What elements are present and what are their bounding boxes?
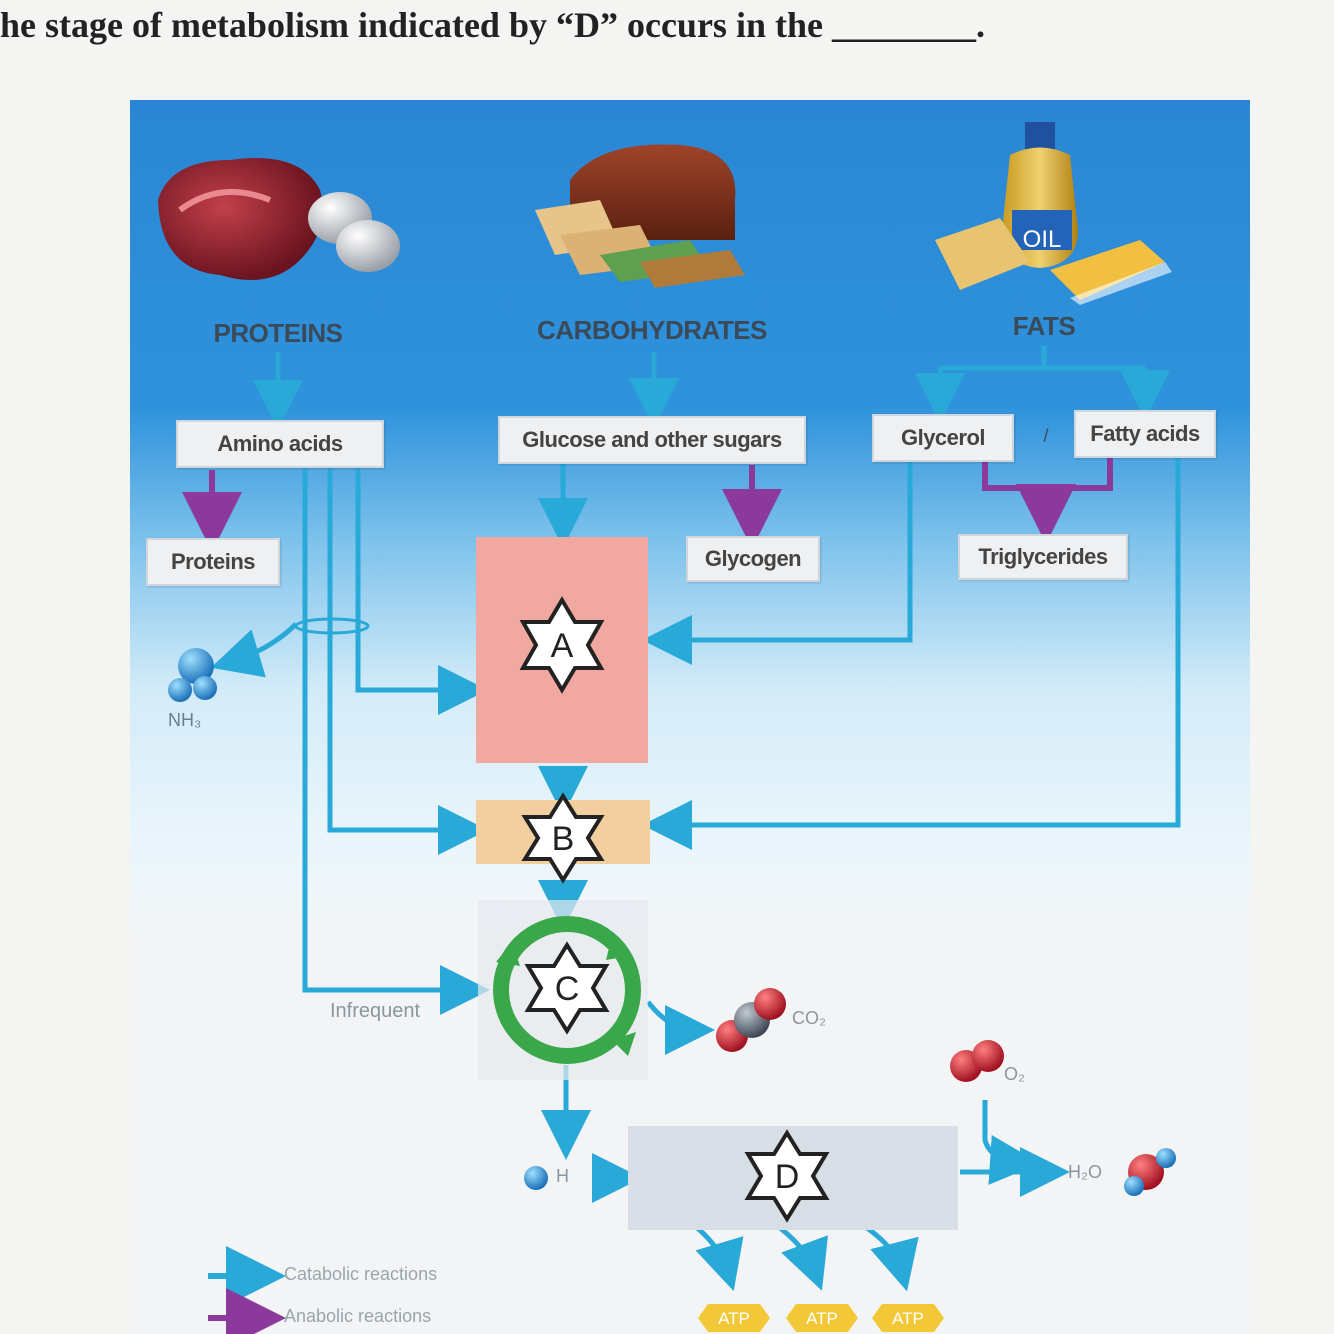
stage-b-letter: B: [552, 820, 575, 858]
o2-label: O₂: [1004, 1064, 1025, 1084]
krebs-cycle-ring: [493, 916, 641, 1064]
infrequent-label: Infrequent: [330, 1000, 421, 1022]
h2o-molecule: [1124, 1148, 1176, 1196]
nh3-molecule: [168, 648, 217, 702]
triglycerides-box: Triglycerides: [958, 534, 1128, 580]
glycogen-box: Glycogen: [686, 536, 820, 582]
co2-label: CO₂: [792, 1008, 826, 1028]
amino-acids-box: Amino acids: [176, 420, 384, 468]
hydrogen-atom: [524, 1166, 548, 1190]
glucose-box: Glucose and other sugars: [498, 416, 806, 464]
anabolic-arrows: [182, 458, 1113, 552]
legend-anabolic-label: Anabolic reactions: [284, 1306, 432, 1326]
stage-b-star: [521, 792, 605, 884]
fatty-acids-box: Fatty acids: [1074, 410, 1216, 458]
atp-badges: [698, 1304, 944, 1332]
glycerol-box: Glycerol: [872, 414, 1014, 462]
stage-c-letter: C: [555, 970, 580, 1008]
co2-molecule: [716, 988, 786, 1052]
deamination-loop: [294, 617, 370, 635]
stage-stars: [519, 596, 830, 1223]
oil-and-butter-illustration: [935, 122, 1172, 305]
diagram-lower-fade: [130, 870, 1250, 1334]
oil-label: OIL: [1023, 226, 1062, 253]
meat-and-eggs-illustration: [158, 158, 400, 280]
atp-label-1: ATP: [718, 1309, 750, 1328]
question-text: he stage of metabolism indicated by “D” …: [0, 5, 985, 45]
legend-catabolic-label: Catabolic reactions: [284, 1264, 438, 1284]
stage-d-star: [744, 1129, 830, 1223]
stage-d-letter: D: [775, 1158, 800, 1196]
separator-slash: /: [1043, 426, 1048, 446]
stage-a-star: [519, 596, 605, 694]
carbohydrates-heading: CARBOHYDRATES: [537, 315, 767, 345]
fats-heading: FATS: [1012, 311, 1076, 341]
hydrogen-label: H: [556, 1166, 569, 1186]
stage-c-star: [524, 941, 610, 1035]
proteins-box: Proteins: [146, 538, 280, 586]
h2o-label: H₂O: [1068, 1162, 1102, 1182]
legend-swatches: [208, 1246, 286, 1334]
stage-a-letter: A: [551, 627, 574, 665]
atp-label-3: ATP: [892, 1309, 924, 1328]
nh3-label: NH₃: [168, 710, 202, 730]
bread-illustration: [535, 144, 745, 288]
atp-label-2: ATP: [806, 1309, 838, 1328]
proteins-heading: PROTEINS: [213, 318, 343, 348]
o2-molecule: [950, 1040, 1004, 1082]
